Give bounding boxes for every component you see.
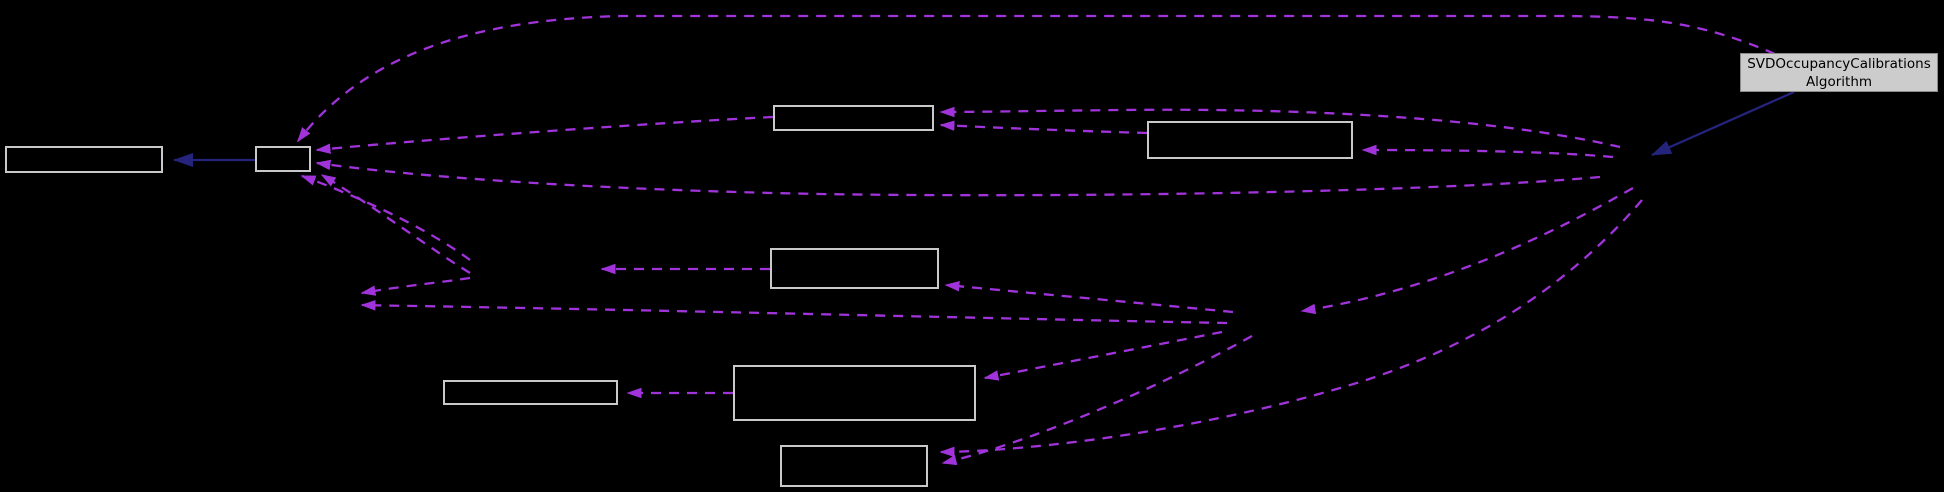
node-g[interactable] (733, 365, 976, 421)
edge-highlight-to-base-junction (1651, 90, 1795, 157)
edge-node-d-to-node-c (939, 120, 1148, 135)
edge-junction-lowright-to-node-h-lower (941, 334, 1253, 466)
edge-junction-mid-to-node-b-outer (300, 174, 471, 261)
edge-highlight-to-node-b-top-curve (297, 14, 1776, 143)
node-b[interactable] (255, 146, 311, 172)
node-d[interactable] (1147, 121, 1353, 159)
edge-junction-right-to-node-b (315, 159, 1601, 197)
highlight-node-label-line2: Algorithm (1805, 73, 1873, 90)
highlight-node-label-line1: SVDOccupancyCalibrations (1747, 56, 1931, 72)
edge-junction-lowright-to-junction-left (360, 300, 1228, 325)
edge-node-c-to-node-b (315, 115, 774, 154)
edge-junction-right-to-node-d (1361, 144, 1614, 159)
edge-junction-mid-to-junction-left (360, 276, 471, 296)
edge-junction-lowright-to-node-e (944, 281, 1234, 314)
node-a[interactable] (5, 146, 163, 173)
edge-junction-mid-to-node-b-inner (320, 174, 471, 274)
edge-junction-right-to-node-c (939, 106, 1621, 149)
edge-junction-right-to-junction-lowright (1300, 187, 1634, 315)
node-h[interactable] (780, 445, 928, 487)
node-f[interactable] (443, 380, 618, 405)
node-svdoccupancycalibrationsalgorithm[interactable]: SVDOccupancyCalibrations Algorithm (1740, 53, 1938, 92)
edge-junction-right-to-node-h-upper (939, 199, 1643, 458)
node-e[interactable] (770, 248, 939, 289)
node-c[interactable] (773, 105, 934, 131)
